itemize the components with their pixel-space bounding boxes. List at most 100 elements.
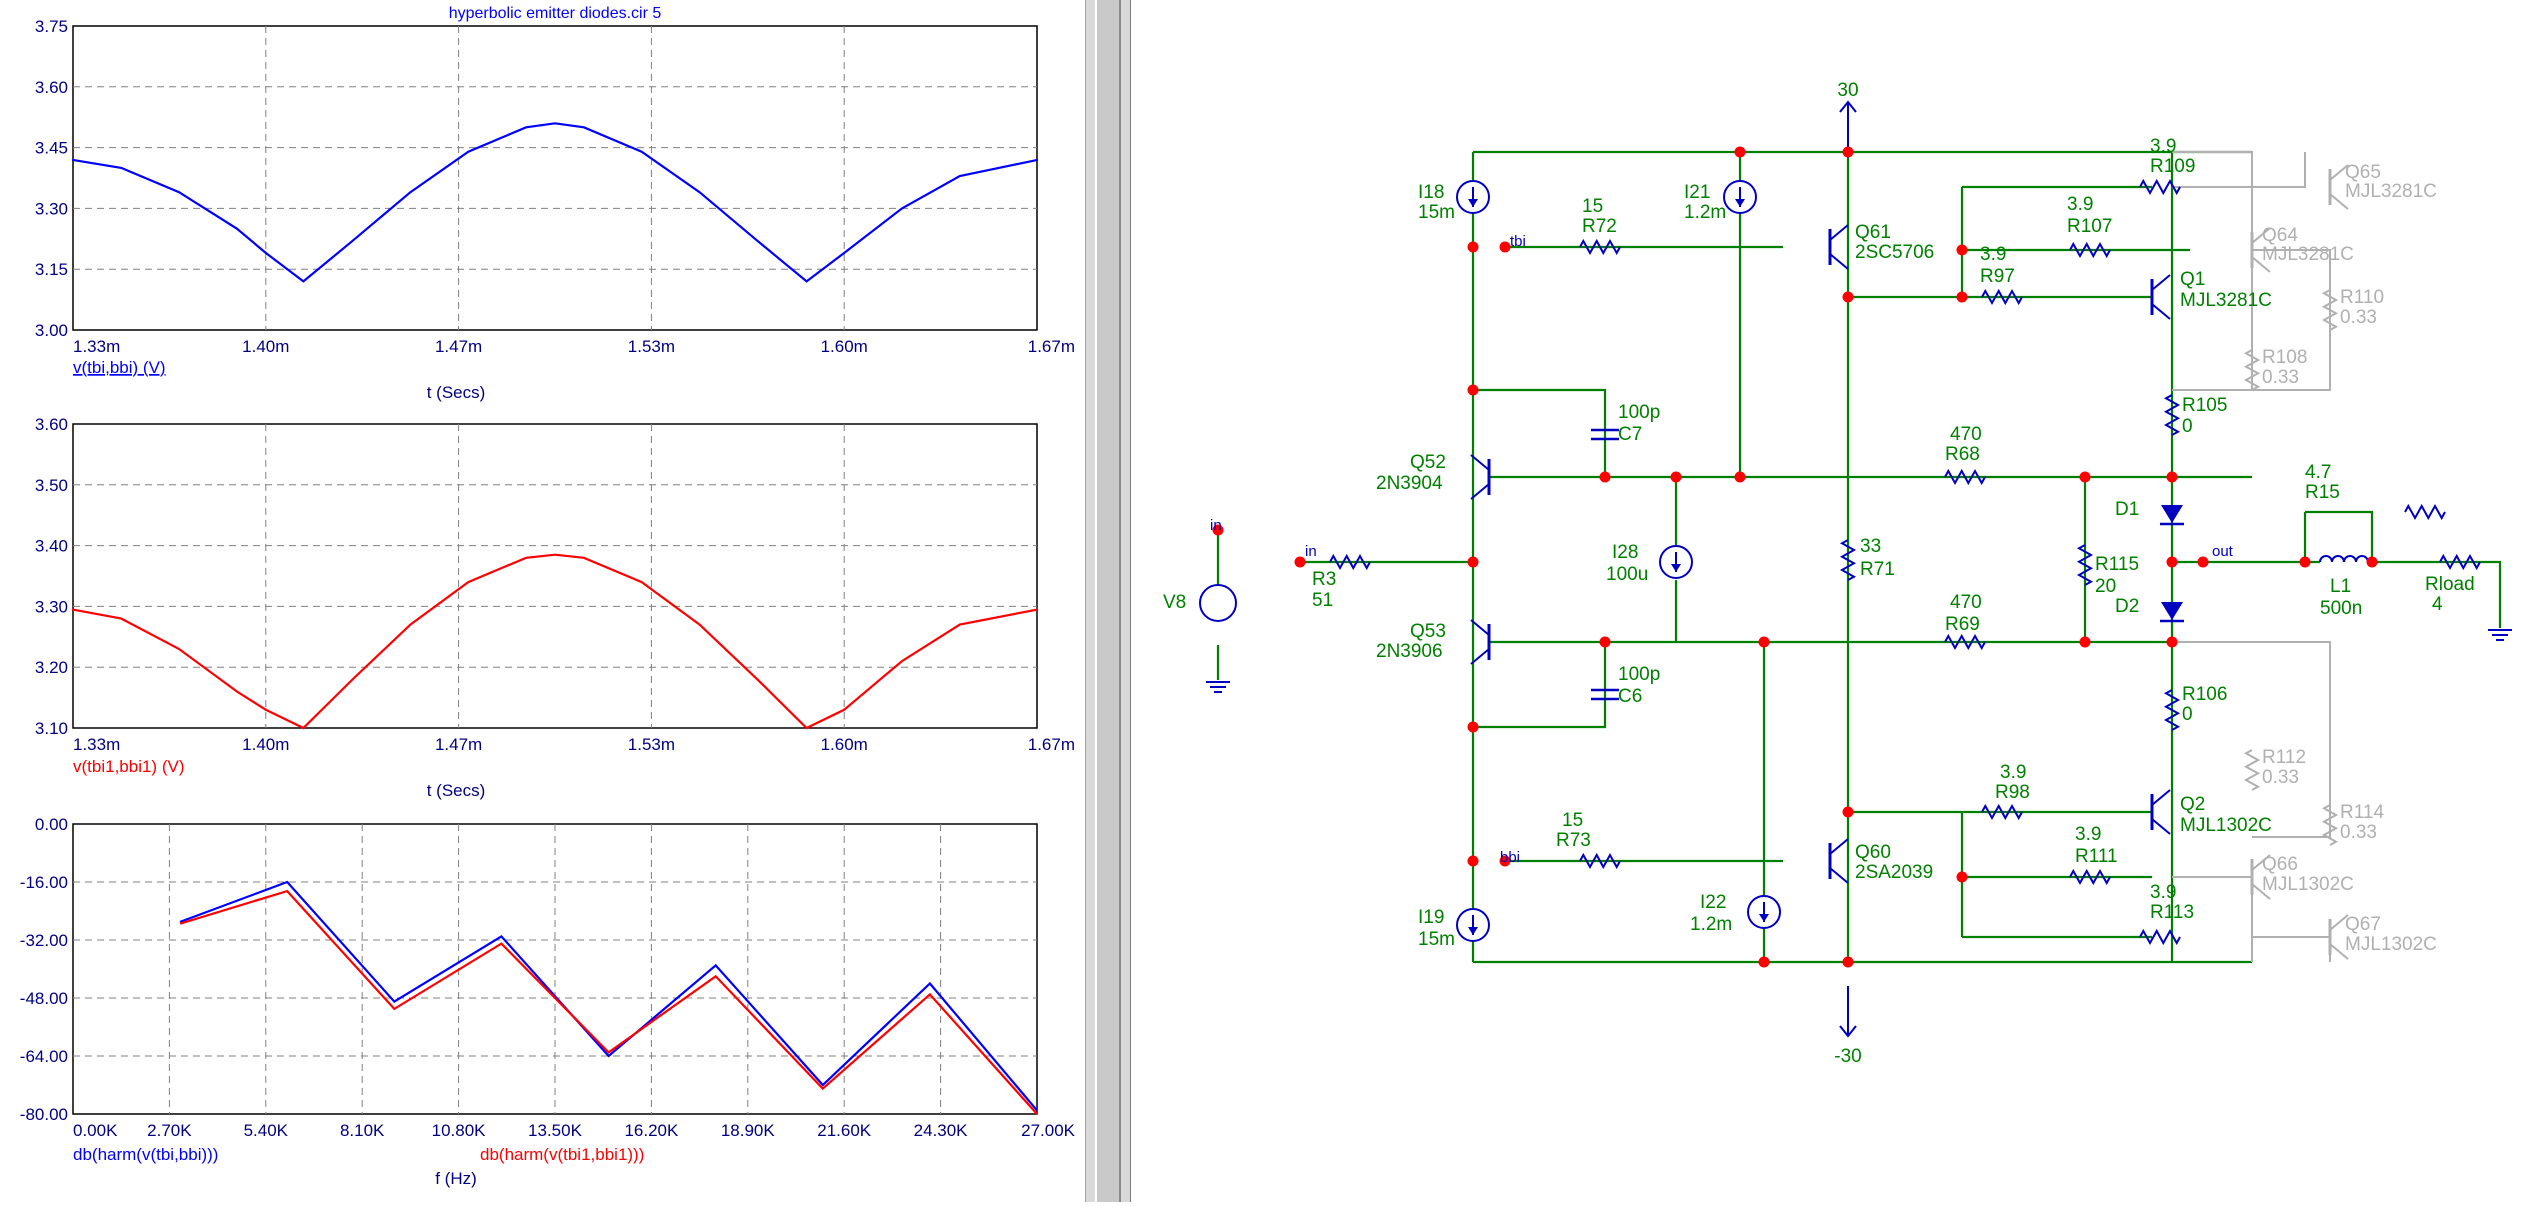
resistor-r111[interactable] <box>2069 868 2111 886</box>
voltage-source-v8[interactable] <box>1199 584 1237 622</box>
y-tick-label: 3.15 <box>35 260 68 279</box>
diode-d1[interactable] <box>2161 505 2183 523</box>
arrow-head-icon <box>1468 927 1478 935</box>
series-line-0 <box>71 553 1039 730</box>
component-label-r72a: 15 <box>1582 196 1603 217</box>
transistor-emitter <box>2151 303 2171 320</box>
wire <box>2372 560 2502 628</box>
resistor-r114[interactable] <box>2321 804 2339 846</box>
y-tick-label: 3.60 <box>35 78 68 97</box>
node-dot <box>1956 244 1968 256</box>
component-label-c7b: C7 <box>1618 424 1642 445</box>
resistor-r107[interactable] <box>2069 241 2111 259</box>
resistor-r106[interactable] <box>2163 689 2181 731</box>
plot-frame <box>72 423 1038 729</box>
component-label-q60b: 2SA2039 <box>1855 862 1933 883</box>
component-label-i19a: I19 <box>1418 907 1444 928</box>
transistor-collector <box>1829 838 1849 855</box>
resistor-r110[interactable] <box>2321 289 2339 331</box>
component-label-c6a: 100p <box>1618 664 1660 685</box>
component-label-r73b: R73 <box>1556 830 1591 851</box>
x-tick-label: 1.40m <box>242 735 289 754</box>
node-dot <box>1212 524 1224 536</box>
component-label-q52a: Q52 <box>1410 452 1446 473</box>
x-tick-label: 1.40m <box>242 337 289 356</box>
node-dot <box>1467 241 1479 253</box>
component-label-rloadb: 4 <box>2432 594 2443 615</box>
component-label-r113a: 3.9 <box>2150 882 2176 903</box>
component-label-q64a: Q64 <box>2262 225 2298 246</box>
resistor-r108[interactable] <box>2243 349 2261 391</box>
resistor-r68[interactable] <box>1944 468 1986 486</box>
resistor-r73[interactable] <box>1579 852 1621 870</box>
node-dot <box>2197 556 2209 568</box>
x-axis-label: t (Secs) <box>427 383 486 402</box>
component-label-q60a: Q60 <box>1855 842 1891 863</box>
component-label-i28b: 100u <box>1606 564 1648 585</box>
component-label-r3a: R3 <box>1312 569 1336 590</box>
x-tick-label: 2.70K <box>147 1121 192 1140</box>
transistor-emitter <box>2329 193 2349 210</box>
x-tick-label: 1.67m <box>1028 735 1075 754</box>
diode-d2[interactable] <box>2161 602 2183 620</box>
component-label-r114b: 0.33 <box>2340 822 2377 843</box>
resistor-r3[interactable] <box>1329 553 1371 571</box>
resistor-r72[interactable] <box>1579 238 1621 256</box>
transistor-emitter <box>1470 483 1490 500</box>
y-tick-label: 3.60 <box>35 415 68 434</box>
x-tick-label: 18.90K <box>721 1121 776 1140</box>
legend-entry: v(tbi,bbi) (V) <box>73 358 166 377</box>
resistor-rload[interactable] <box>2439 553 2481 571</box>
component-label-in2: in <box>1305 543 1317 560</box>
component-label-r106a: R106 <box>2182 684 2227 705</box>
component-label-r112a: R112 <box>2262 747 2306 768</box>
plot-frame <box>72 25 1038 331</box>
legend-entry: db(harm(v(tbi,bbi))) <box>73 1145 218 1164</box>
component-label-i19b: 15m <box>1418 929 1455 950</box>
inductor-l1[interactable] <box>2319 555 2369 563</box>
component-label-r107b: R107 <box>2067 216 2112 237</box>
resistor-r97[interactable] <box>1981 288 2023 306</box>
x-tick-label: 27.00K <box>1021 1121 1076 1140</box>
component-label-out: out <box>2212 543 2234 560</box>
plot-canvas[interactable]: hyperbolic emitter diodes.cir 53.753.603… <box>0 0 1085 1202</box>
y-tick-label: -64.00 <box>20 1047 68 1066</box>
transistor-collector <box>1470 619 1490 636</box>
component-label-c7a: 100p <box>1618 402 1660 423</box>
node-dot <box>1467 855 1479 867</box>
component-label-r72b: R72 <box>1582 216 1617 237</box>
resistor-r71[interactable] <box>1839 539 1857 581</box>
transistor-collector <box>2329 164 2349 181</box>
resistor-r98[interactable] <box>1981 803 2023 821</box>
transistor-collector <box>2251 854 2271 871</box>
wire <box>2252 249 2331 391</box>
transistor-collector <box>2151 789 2171 806</box>
component-label-r111a: 3.9 <box>2075 824 2101 845</box>
wire <box>2172 151 2253 391</box>
component-label-q66b: MJL1302C <box>2262 874 2354 895</box>
resistor-r112[interactable] <box>2243 749 2261 791</box>
component-label-v8: V8 <box>1163 592 1186 613</box>
resistor-r69[interactable] <box>1944 633 1986 651</box>
resistor-r109[interactable] <box>2139 178 2181 196</box>
x-tick-label: 24.30K <box>914 1121 969 1140</box>
arrow-head-icon <box>1759 914 1769 922</box>
node-dot <box>2166 636 2178 648</box>
x-tick-label: 1.47m <box>435 735 482 754</box>
node-dot <box>1467 556 1479 568</box>
component-label-r115a: R115 <box>2095 554 2139 575</box>
legend-entry: v(tbi1,bbi1) (V) <box>73 757 184 776</box>
resistor-r115[interactable] <box>2076 544 2094 586</box>
x-axis-label: f (Hz) <box>435 1169 477 1188</box>
splitter-groove <box>1095 0 1121 1202</box>
window-splitter[interactable] <box>1085 0 1131 1202</box>
resistor-r105[interactable] <box>2163 394 2181 436</box>
resistor-r15[interactable] <box>2404 503 2446 521</box>
resistor-r113[interactable] <box>2139 928 2181 946</box>
component-label-i22b: 1.2m <box>1690 914 1732 935</box>
